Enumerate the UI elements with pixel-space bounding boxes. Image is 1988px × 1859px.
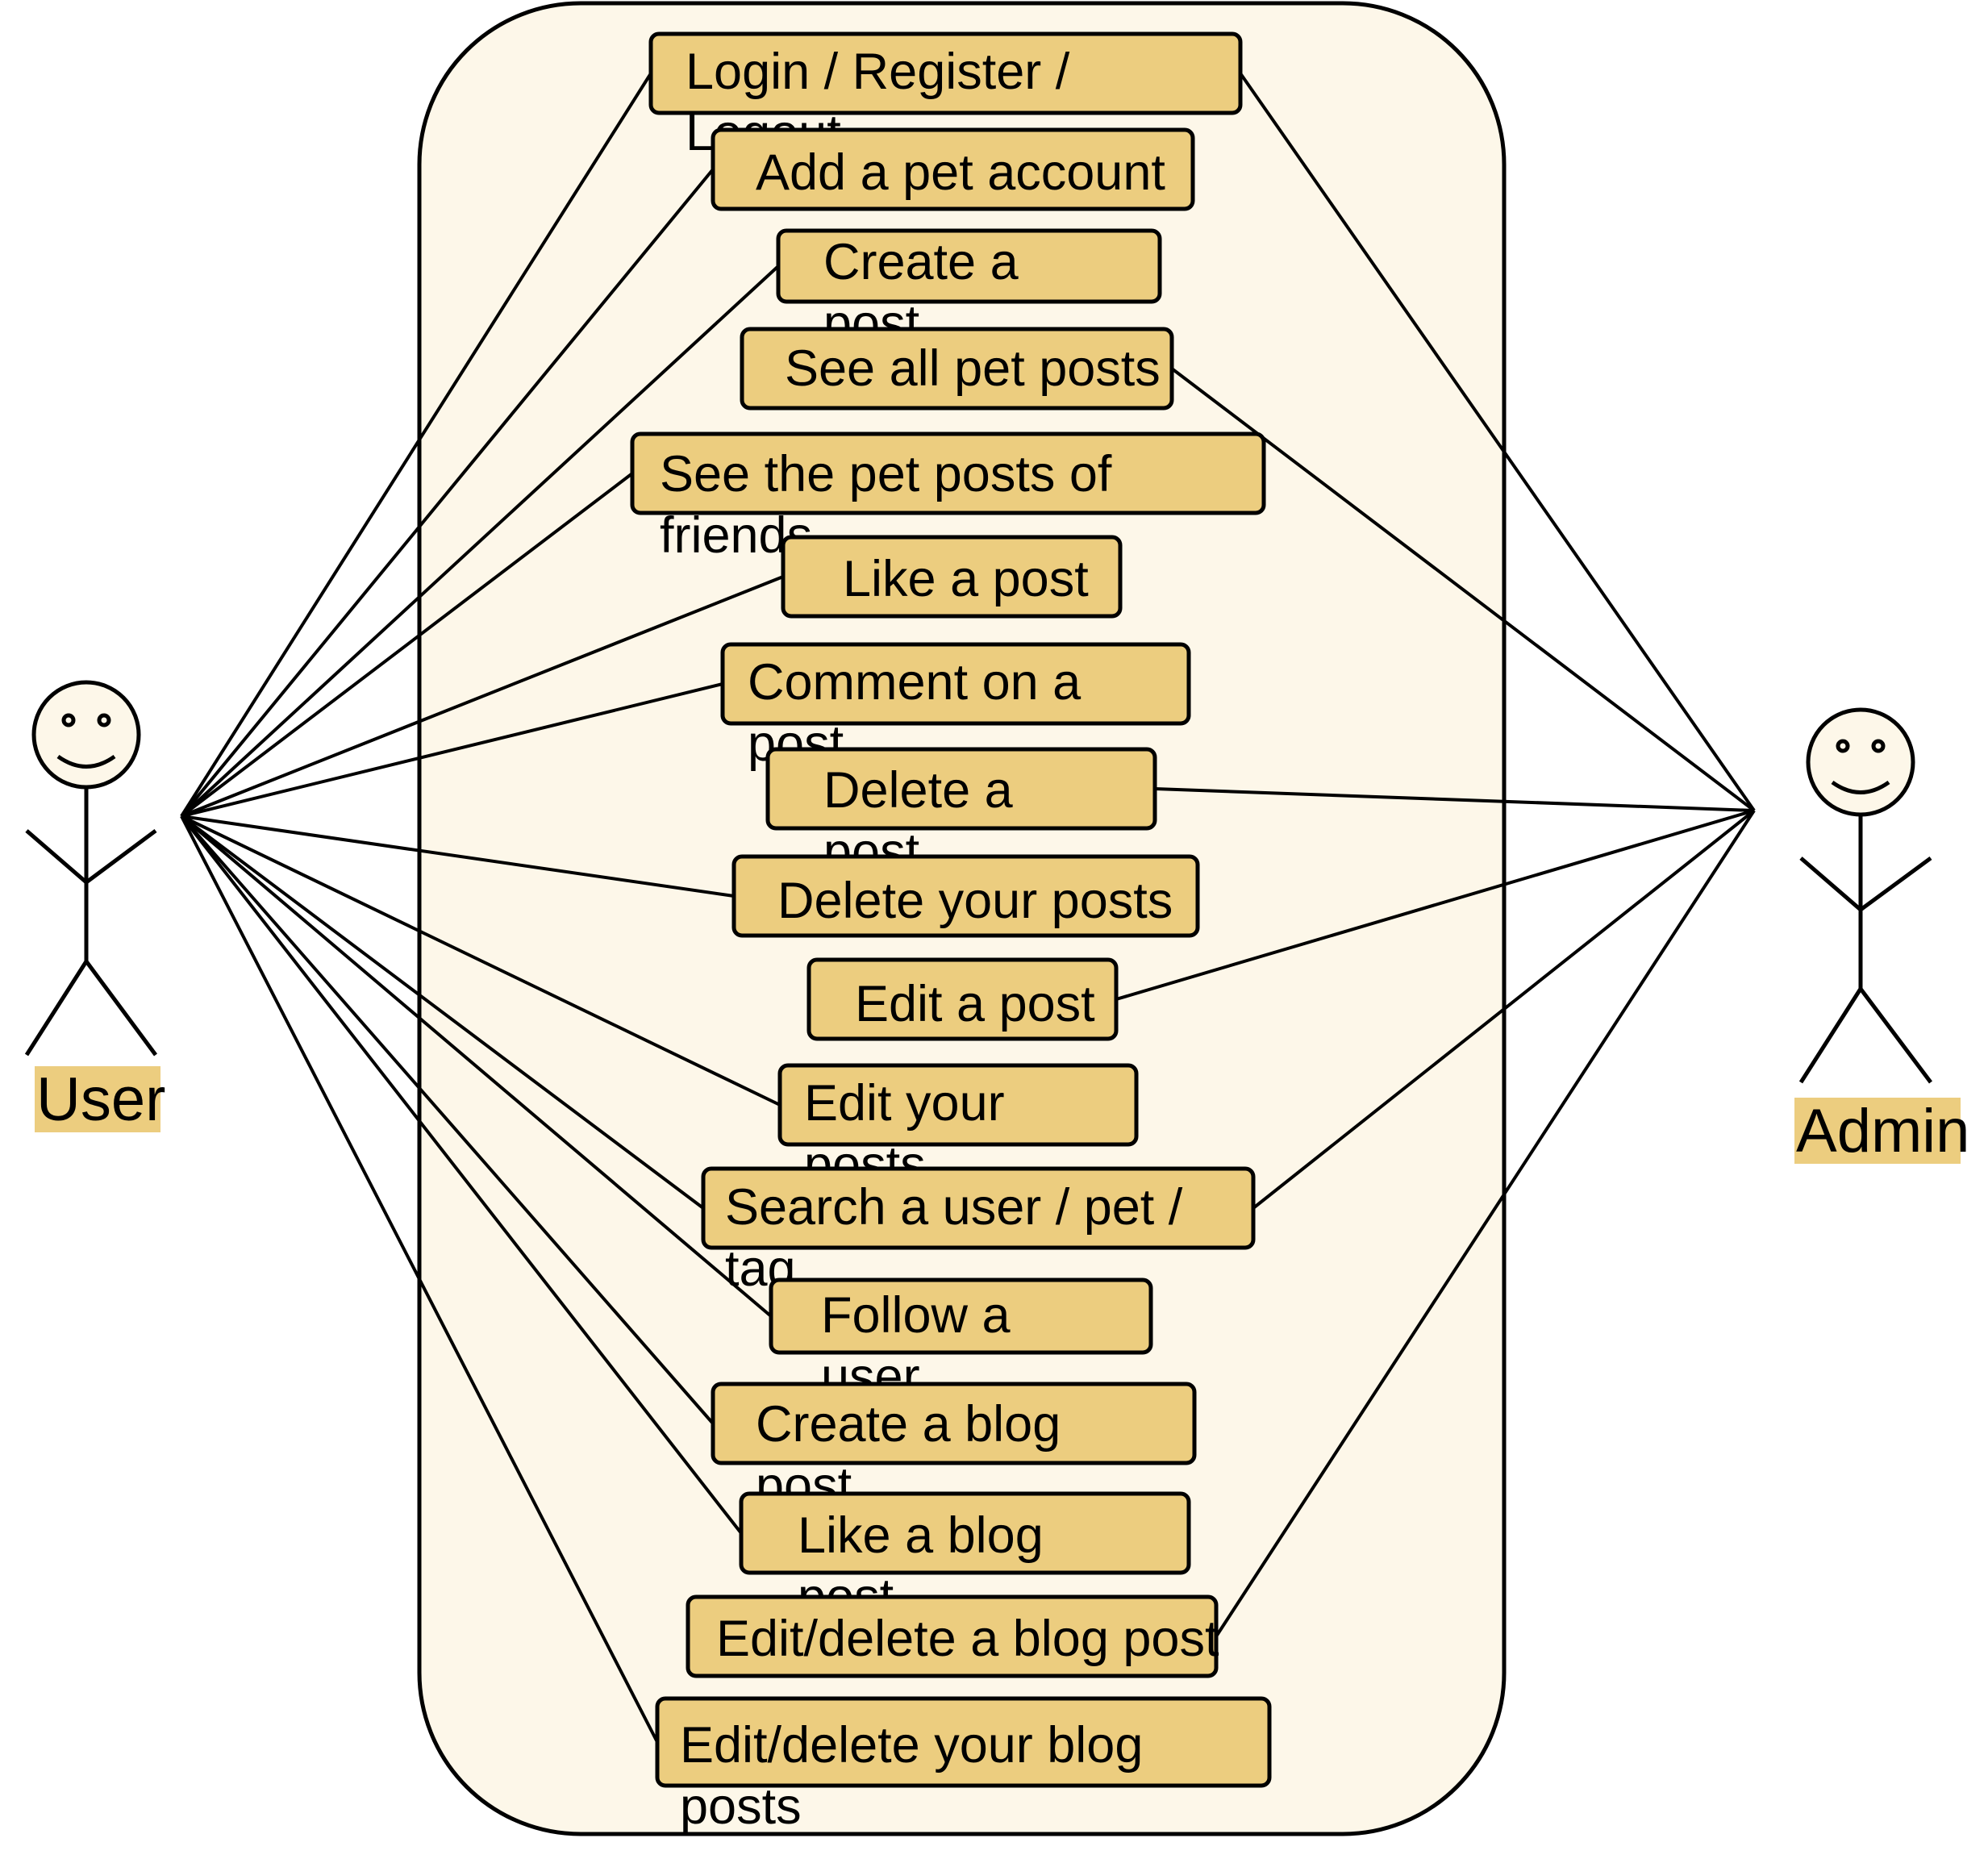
use-case-box [701, 1166, 1256, 1250]
association-line-user [180, 815, 705, 1210]
use-case-box [648, 31, 1243, 115]
use-case-box [777, 1063, 1139, 1147]
user-eye [61, 713, 76, 727]
association-line-user [180, 815, 773, 1318]
association-line-user [181, 575, 784, 818]
use-case-label: Login / Register / [686, 44, 1070, 100]
admin-leg [1859, 987, 1932, 1084]
use-case-label: Like a post [843, 551, 1089, 607]
user-leg [24, 960, 89, 1057]
use-case: Add a pet account [711, 127, 1195, 211]
use-case-box [776, 228, 1162, 304]
associations [180, 72, 1756, 1743]
association-line-user [180, 815, 659, 1743]
user-smile [56, 754, 116, 769]
use-case-box [720, 642, 1191, 726]
admin-label-bg [1794, 1098, 1961, 1164]
association-line-user [180, 265, 780, 818]
use-case-box [740, 327, 1174, 411]
user-eye [97, 713, 111, 727]
association-line-user [181, 682, 723, 818]
use-case-label: Edit/delete a blog post [716, 1611, 1219, 1667]
admin-arms [1799, 857, 1862, 911]
admin-smile [1831, 780, 1890, 794]
use-case-box [711, 1382, 1197, 1465]
use-cases: Login / Register /LogoutAdd a pet accoun… [630, 31, 1272, 1835]
use-case: Delete your posts [731, 854, 1200, 938]
association-line-admin [1115, 809, 1755, 1001]
use-case: Edit a post [806, 957, 1119, 1041]
admin-head [1806, 707, 1915, 817]
use-case: See all pet posts [740, 327, 1174, 411]
association-line-admin [1215, 809, 1756, 1638]
use-case: Like a post [781, 535, 1123, 619]
use-case-label: Search a user / pet / [725, 1179, 1183, 1236]
use-case-label: Edit/delete your blog [680, 1717, 1143, 1774]
use-case-label: See the pet posts of [660, 446, 1112, 502]
use-case-box [731, 854, 1200, 938]
association-line-user [180, 168, 715, 818]
association-line-user [180, 472, 634, 818]
use-case-label: Create a blog [756, 1396, 1061, 1453]
use-case-box [769, 1278, 1153, 1355]
use-case-box [781, 535, 1123, 619]
use-case-label: Follow a [821, 1287, 1011, 1344]
association-line-admin [1252, 809, 1756, 1210]
use-case-label: Delete your posts [777, 873, 1173, 929]
use-case-label: Add a pet account [756, 144, 1165, 201]
user-head [31, 680, 141, 790]
use-case: Search a user / pet /tag [701, 1166, 1256, 1297]
use-case-box [806, 957, 1119, 1041]
association-line-user [180, 815, 715, 1425]
association-line-admin [1170, 367, 1756, 812]
use-case-box [655, 1696, 1272, 1788]
use-case-box [630, 431, 1266, 515]
use-case-box [739, 1491, 1191, 1575]
use-case-label: See all pet posts [785, 340, 1161, 397]
admin-eye [1836, 739, 1850, 753]
use-case-label: Create a [823, 234, 1019, 290]
association-line-user [181, 815, 781, 1107]
admin-arms [1859, 856, 1932, 912]
admin-leg [1798, 987, 1863, 1084]
association-line-user [181, 815, 735, 898]
association-line-admin [1239, 72, 1756, 812]
admin-label: Admin [1796, 1097, 1969, 1165]
use-case-label: posts [680, 1778, 802, 1835]
user-actor [24, 680, 158, 1057]
association-line-user [180, 72, 652, 818]
use-case-label: Edit a post [855, 976, 1095, 1032]
use-case-label: Comment on a [748, 654, 1082, 711]
user-arms [85, 828, 157, 885]
admin-eye [1871, 739, 1886, 753]
user-leg [84, 960, 158, 1057]
use-case-box [711, 127, 1195, 211]
use-case-label: Edit your [804, 1075, 1005, 1132]
user-arms [25, 829, 88, 884]
admin-actor [1798, 707, 1932, 1084]
use-case-label: Delete a [823, 762, 1014, 819]
use-case-box [765, 747, 1157, 831]
use-case: Edit/delete a blog post [686, 1594, 1219, 1678]
user-label: User [36, 1065, 165, 1134]
use-case-box [686, 1594, 1219, 1678]
association-line-user [180, 815, 743, 1535]
use-case-label: Like a blog [798, 1507, 1044, 1564]
association-line-admin [1154, 787, 1755, 812]
user-label-bg [35, 1066, 160, 1132]
